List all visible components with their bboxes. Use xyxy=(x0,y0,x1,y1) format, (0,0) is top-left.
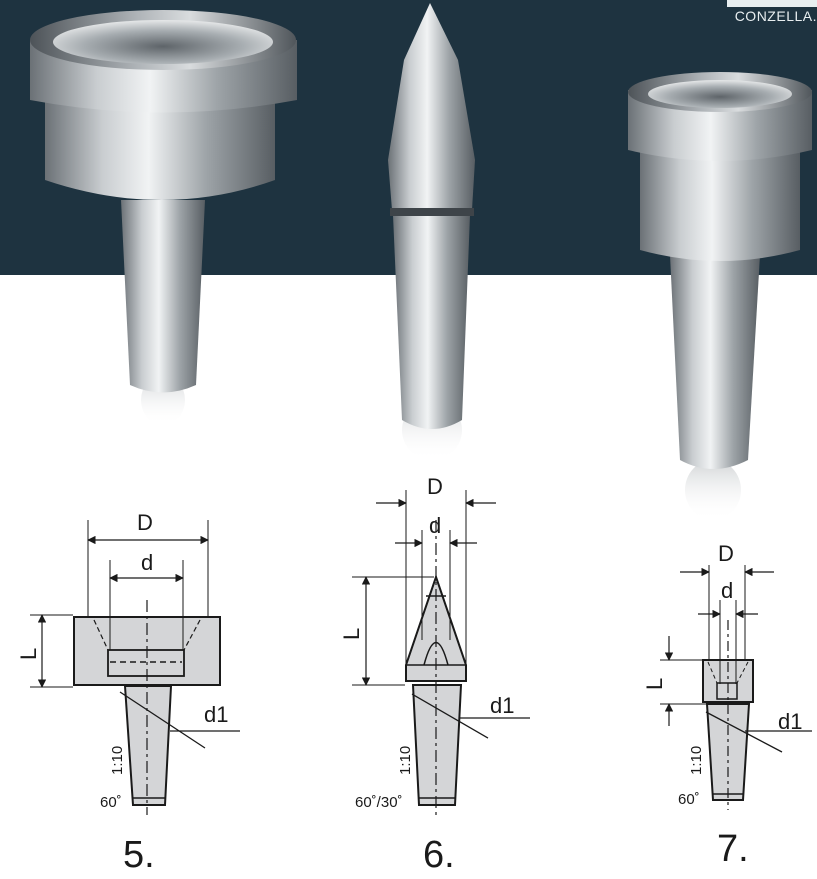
taper-7: 1:10 xyxy=(688,746,705,775)
product-7-photo xyxy=(628,72,812,520)
brand-text: CONZELLA. xyxy=(734,8,817,24)
dim-D-7: D xyxy=(718,541,734,566)
dim-D-5: D xyxy=(137,510,153,535)
dim-d1-6: d1 xyxy=(490,693,514,718)
product-number-6: 6. xyxy=(423,834,455,876)
product-number-7: 7. xyxy=(717,828,749,870)
product-6-photo xyxy=(388,3,475,460)
taper-6: 1:10 xyxy=(397,746,414,775)
drawing-5 xyxy=(30,520,240,815)
brand-logo: CONZELLA. xyxy=(717,0,817,30)
drawing-6 xyxy=(352,490,530,815)
drawing-7 xyxy=(660,565,812,810)
product-5-photo xyxy=(30,10,297,425)
dim-d-6: d xyxy=(429,513,441,538)
dim-d1-7: d1 xyxy=(778,709,802,734)
labels-6: D d L d1 1:10 60˚/30˚ xyxy=(339,474,514,811)
dim-L-7: L xyxy=(642,678,667,690)
angle-7: 60˚ xyxy=(678,791,700,808)
labels-5: D d L d1 1:10 60˚ xyxy=(16,510,228,811)
dim-L-6: L xyxy=(339,628,364,640)
labels-7: D d L d1 1:10 60˚ xyxy=(642,541,802,808)
dim-d1-5: d1 xyxy=(204,702,228,727)
angle-6: 60˚/30˚ xyxy=(355,794,403,811)
brand-mark-icon xyxy=(727,0,817,7)
dim-D-6: D xyxy=(427,474,443,499)
angle-5: 60˚ xyxy=(100,794,122,811)
product-number-5: 5. xyxy=(123,834,155,876)
dim-d-5: d xyxy=(141,550,153,575)
dim-d-7: d xyxy=(721,578,733,603)
taper-5: 1:10 xyxy=(109,746,126,775)
dim-L-5: L xyxy=(16,648,41,660)
